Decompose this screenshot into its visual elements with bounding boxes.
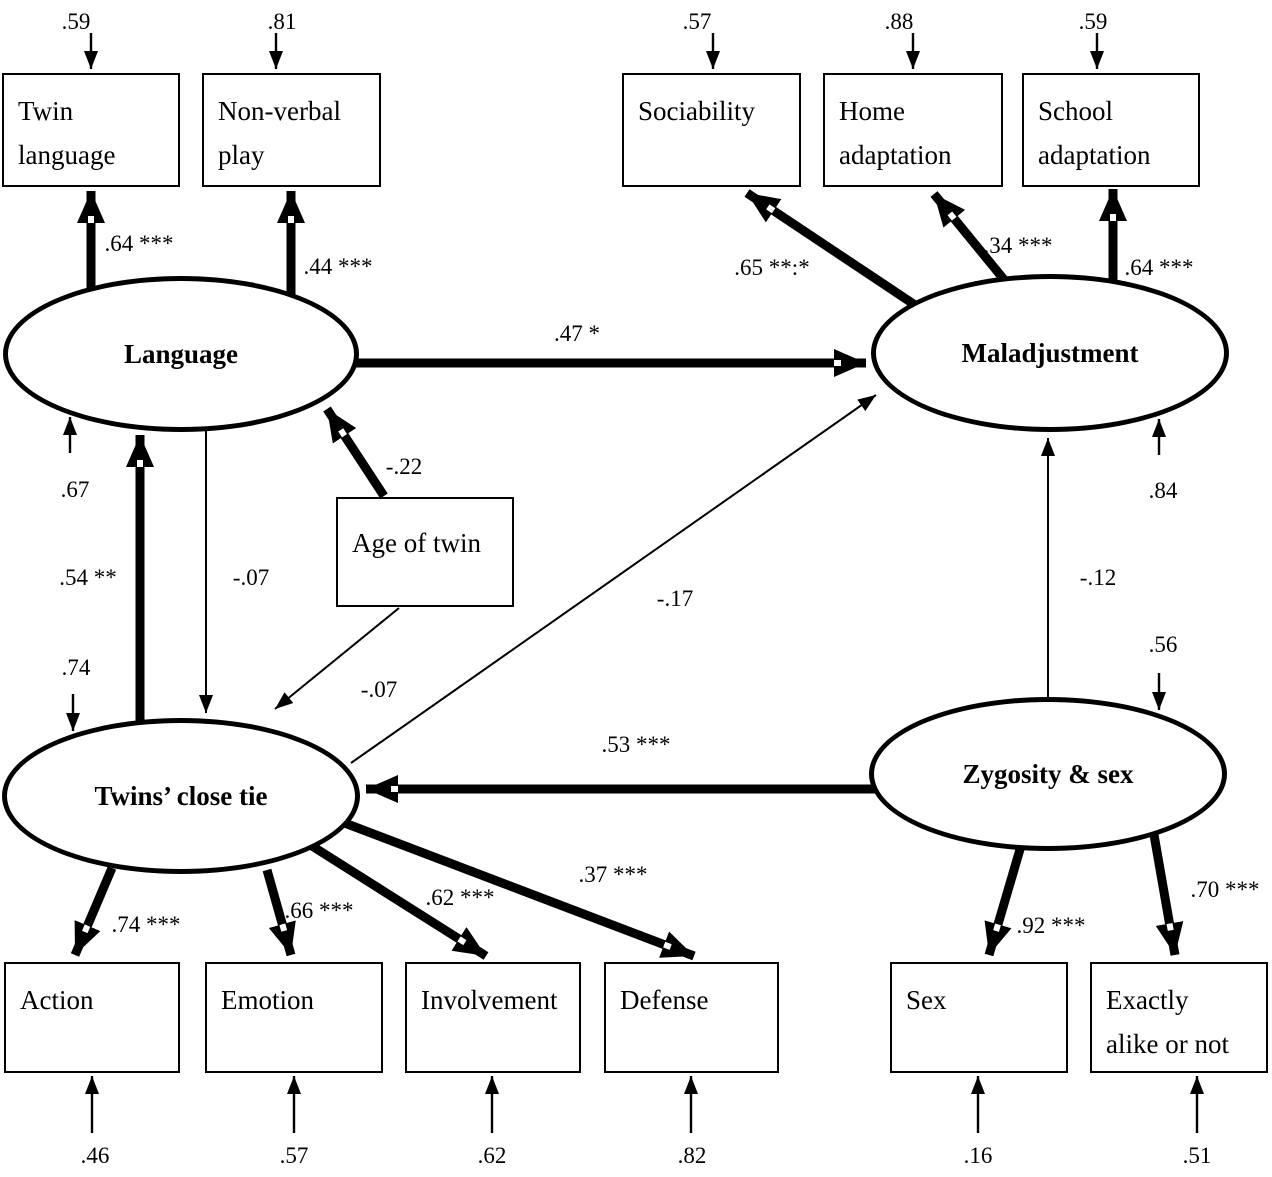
path-coef-language-tie: -.07	[232, 565, 270, 590]
error-value-emotion: .57	[279, 1143, 309, 1168]
observed-box-school-adaptation: School adaptation	[1022, 73, 1200, 187]
loading-involvement: .62 ***	[425, 885, 495, 910]
residual-twins-close-tie: .74	[61, 655, 91, 680]
path-coef-tie-language: .54 **	[59, 565, 117, 590]
box-label-line: Age of twin	[352, 528, 481, 558]
box-label-line: Exactly	[1106, 985, 1189, 1015]
error-value-twin-language: .59	[61, 9, 91, 34]
path-coef-zygosity-maladjustment: -.12	[1079, 565, 1117, 590]
loading-sociability: .65 **:*	[734, 255, 810, 280]
error-value-involvement: .62	[477, 1143, 507, 1168]
residual-language: .67	[60, 477, 90, 502]
box-label-line: alike or not	[1106, 1029, 1229, 1059]
box-label-line: Sex	[906, 985, 947, 1015]
observed-box-action: Action	[4, 962, 180, 1073]
box-label-line: Involvement	[421, 985, 558, 1015]
box-label-line: Non-verbal	[218, 96, 341, 126]
error-value-home-adaptation: .88	[884, 9, 914, 34]
arrow-twins-close-tie-to-involvement	[309, 842, 489, 960]
latent-label: Twins’ close tie	[94, 780, 268, 811]
error-value-defense: .82	[677, 1143, 707, 1168]
latent-label: Maladjustment	[961, 337, 1139, 368]
path-coef-zygosity-tie: .53 ***	[601, 732, 671, 757]
arrow-twins-close-tie-to-action	[70, 866, 117, 957]
loading-home-adaptation: .34 ***	[983, 233, 1053, 258]
loading-sex: .92 ***	[1016, 913, 1086, 938]
box-label-line: Sociability	[638, 96, 755, 126]
observed-box-involvement: Involvement	[405, 962, 581, 1073]
box-label-line: adaptation	[1038, 140, 1151, 170]
observed-box-emotion: Emotion	[205, 962, 383, 1073]
box-label-line: Home	[839, 96, 905, 126]
error-value-action: .46	[80, 1143, 110, 1168]
box-label-line: adaptation	[839, 140, 952, 170]
arrow-age-of-twin-to-language	[323, 406, 388, 499]
covariate-box-age-of-twin: Age of twin	[336, 497, 514, 607]
observed-box-exactly-alike: Exactly alike or not	[1090, 962, 1268, 1073]
box-label-line: Emotion	[221, 985, 314, 1015]
path-coef-age-tie: -.07	[360, 677, 398, 702]
box-label-line: Twin	[18, 96, 74, 126]
error-value-sociability: .57	[682, 9, 712, 34]
box-label-line: School	[1038, 96, 1114, 126]
observed-box-home-adaptation: Home adaptation	[823, 73, 1003, 187]
error-value-exactly-alike: .51	[1182, 1143, 1212, 1168]
latent-ellipse-zygosity-sex: Zygosity & sex	[869, 697, 1227, 851]
box-label-line: Action	[20, 985, 94, 1015]
box-label-line: play	[218, 140, 265, 170]
arrow-zygosity-sex-to-sex	[984, 844, 1026, 957]
arrow-maladjustment-to-home-adaptation	[930, 191, 1010, 285]
latent-ellipse-twins-close-tie: Twins’ close tie	[2, 718, 360, 874]
loading-defense: .37 ***	[578, 862, 648, 887]
arrow-maladjustment-to-sociability	[744, 189, 918, 309]
box-label-line: Defense	[620, 985, 709, 1015]
arrow-twins-close-tie-to-maladjustment	[350, 394, 877, 764]
path-coef-language-maladjustment: .47 *	[554, 321, 600, 346]
loading-action: .74 ***	[111, 912, 181, 937]
error-value-school-adaptation: .59	[1078, 9, 1108, 34]
loading-non-verbal-play: .44 ***	[303, 254, 373, 279]
path-coef-age-language: -.22	[385, 454, 423, 479]
loading-exactly-alike: .70 ***	[1190, 877, 1260, 902]
residual-maladjustment: .84	[1148, 478, 1178, 503]
arrow-zygosity-sex-to-exactly-alike	[1148, 828, 1184, 956]
loading-school-adaptation: .64 ***	[1124, 255, 1194, 280]
latent-ellipse-maladjustment: Maladjustment	[871, 274, 1229, 432]
arrow-twins-close-tie-to-emotion	[262, 868, 296, 957]
latent-label: Language	[123, 338, 239, 369]
arrow-twins-close-tie-to-defense	[340, 817, 696, 961]
observed-box-non-verbal-play: Non-verbal play	[202, 73, 381, 187]
error-value-sex: .16	[963, 1143, 993, 1168]
latent-label: Zygosity & sex	[962, 758, 1134, 789]
loading-emotion: .66 ***	[284, 898, 354, 923]
latent-ellipse-language: Language	[3, 276, 359, 432]
observed-box-defense: Defense	[604, 962, 779, 1073]
loading-twin-language: .64 ***	[104, 231, 174, 256]
residual-zygosity-sex: .56	[1148, 632, 1178, 657]
arrow-age-of-twin-to-twins-close-tie	[274, 607, 400, 710]
path-coef-tie-maladjustment: -.17	[656, 586, 694, 611]
observed-box-sex: Sex	[890, 962, 1068, 1073]
error-value-non-verbal-play: .81	[267, 9, 297, 34]
box-label-line: language	[18, 140, 116, 170]
observed-box-twin-language: Twin language	[2, 73, 180, 187]
observed-box-sociability: Sociability	[622, 73, 801, 187]
